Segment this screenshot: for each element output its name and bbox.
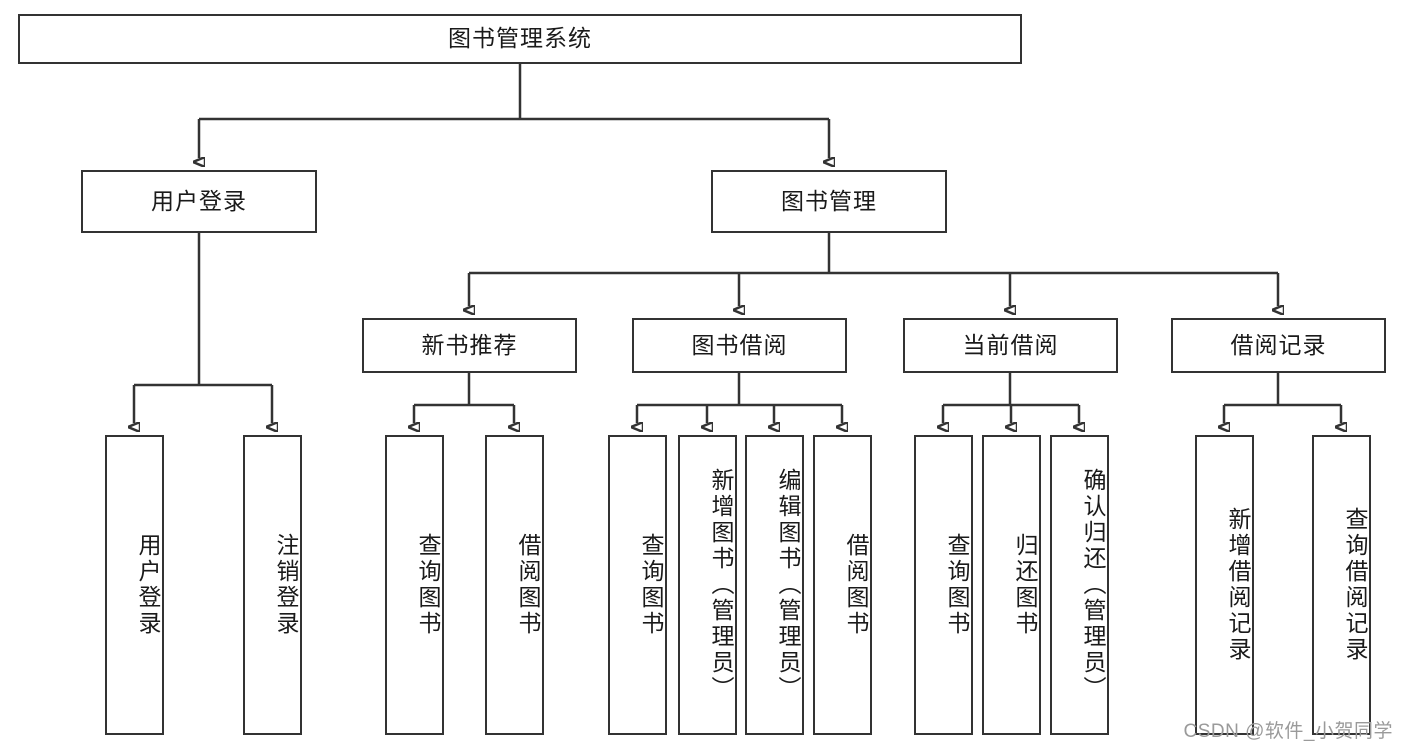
node-leaf-query-book-2[interactable]: 查询图书: [608, 435, 667, 735]
node-leaf-query-record[interactable]: 查询借阅记录: [1312, 435, 1371, 735]
node-leaf-confirm-return-label: 确认归还（管理员）: [1080, 468, 1106, 702]
node-leaf-borrow-book-1-label: 借阅图书: [515, 533, 541, 637]
node-leaf-add-book[interactable]: 新增图书（管理员）: [678, 435, 737, 735]
node-leaf-borrow-book-2-label: 借阅图书: [843, 533, 869, 637]
node-leaf-query-record-label: 查询借阅记录: [1342, 507, 1368, 663]
node-book-borrow[interactable]: 图书借阅: [632, 318, 847, 373]
node-leaf-edit-book-label: 编辑图书（管理员）: [775, 468, 801, 702]
node-leaf-edit-book[interactable]: 编辑图书（管理员）: [745, 435, 804, 735]
node-user-login-label: 用户登录: [151, 187, 247, 214]
node-root-label: 图书管理系统: [448, 25, 592, 52]
node-borrow-record[interactable]: 借阅记录: [1171, 318, 1386, 373]
node-leaf-query-book-3-label: 查询图书: [944, 533, 970, 637]
node-leaf-borrow-book-2[interactable]: 借阅图书: [813, 435, 872, 735]
node-leaf-borrow-book-1[interactable]: 借阅图书: [485, 435, 544, 735]
node-borrow-record-label: 借阅记录: [1230, 331, 1327, 358]
node-leaf-query-book-1-label: 查询图书: [415, 533, 441, 637]
node-leaf-return-book[interactable]: 归还图书: [982, 435, 1041, 735]
node-leaf-query-book-3[interactable]: 查询图书: [914, 435, 973, 735]
node-leaf-user-logout[interactable]: 注销登录: [243, 435, 302, 735]
node-leaf-query-book-2-label: 查询图书: [638, 533, 664, 637]
node-leaf-return-book-label: 归还图书: [1012, 533, 1038, 637]
watermark-text: CSDN @软件_小贺同学: [1183, 721, 1393, 742]
node-user-login[interactable]: 用户登录: [81, 170, 317, 233]
node-new-book-recommend-label: 新书推荐: [421, 331, 518, 358]
node-book-management-label: 图书管理: [781, 187, 877, 214]
node-leaf-user-logout-label: 注销登录: [273, 533, 299, 637]
node-book-management[interactable]: 图书管理: [711, 170, 947, 233]
node-leaf-query-book-1[interactable]: 查询图书: [385, 435, 444, 735]
node-leaf-add-record[interactable]: 新增借阅记录: [1195, 435, 1254, 735]
node-new-book-recommend[interactable]: 新书推荐: [362, 318, 577, 373]
node-current-borrow[interactable]: 当前借阅: [903, 318, 1118, 373]
node-current-borrow-label: 当前借阅: [962, 331, 1059, 358]
node-book-borrow-label: 图书借阅: [691, 331, 788, 358]
node-leaf-user-login-label: 用户登录: [135, 533, 161, 637]
node-leaf-confirm-return[interactable]: 确认归还（管理员）: [1050, 435, 1109, 735]
node-root[interactable]: 图书管理系统: [18, 14, 1022, 64]
node-leaf-add-record-label: 新增借阅记录: [1225, 507, 1251, 663]
node-leaf-add-book-label: 新增图书（管理员）: [708, 468, 734, 702]
node-leaf-user-login[interactable]: 用户登录: [105, 435, 164, 735]
